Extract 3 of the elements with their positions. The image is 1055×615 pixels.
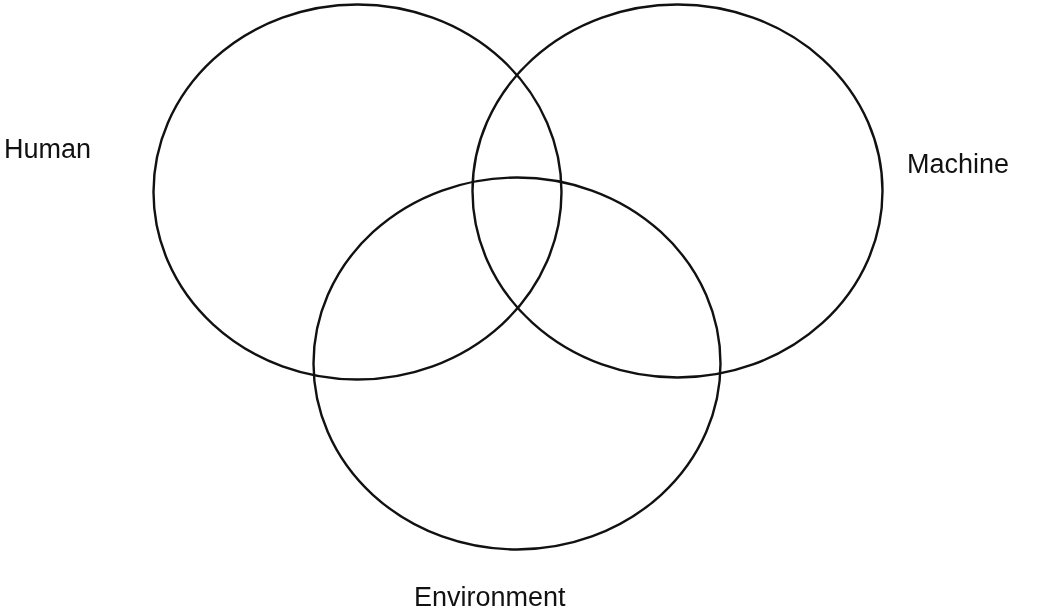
set-label: Environment: [414, 581, 566, 613]
set-label: Machine: [907, 148, 1010, 180]
set-label: Human: [4, 133, 92, 165]
